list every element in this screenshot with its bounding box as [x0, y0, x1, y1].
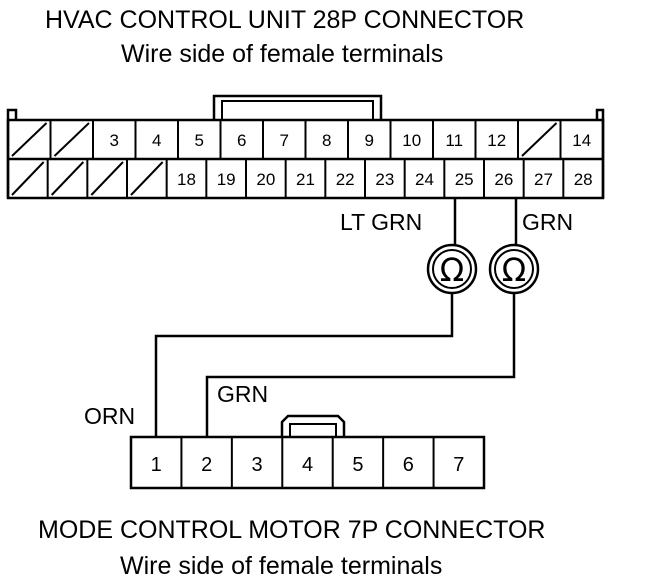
terminal-number: 21: [296, 170, 315, 189]
terminal-number: 3: [252, 454, 263, 476]
top-cavity: 6: [237, 131, 246, 150]
top-cavity: 28: [574, 170, 593, 189]
top-cavity: 7: [280, 131, 289, 150]
terminal-number: 12: [487, 131, 506, 150]
bottom-connector-title: MODE CONTROL MOTOR 7P CONNECTOR: [38, 516, 545, 544]
terminal-number: 1: [151, 454, 162, 476]
terminal-number: 20: [256, 170, 275, 189]
terminal-number: 19: [217, 170, 236, 189]
terminal-number: 6: [237, 131, 246, 150]
top-cavity: 5: [195, 131, 204, 150]
top-cavity: 22: [336, 170, 355, 189]
terminal-number: 5: [195, 131, 204, 150]
terminal-number: 24: [415, 170, 434, 189]
ohmmeter-icon: Ω: [488, 243, 540, 295]
top-cavity: 20: [256, 170, 275, 189]
terminal-number: 9: [365, 131, 374, 150]
top-cavity: 23: [375, 170, 394, 189]
terminal-number: 2: [201, 454, 212, 476]
grn-top-label: GRN: [522, 209, 573, 235]
bottom-connector-subtitle: Wire side of female terminals: [120, 552, 442, 580]
lt-grn-label: LT GRN: [340, 209, 422, 235]
terminal-number: 8: [322, 131, 331, 150]
top-cavity: [11, 161, 45, 196]
top-cavity: 27: [534, 170, 553, 189]
blank-cavity-slash: [53, 122, 90, 157]
blank-cavity-slash: [130, 161, 164, 196]
top-connector-subtitle: Wire side of female terminals: [121, 40, 443, 68]
top-cavity: 10: [402, 131, 421, 150]
top-cavity: 24: [415, 170, 434, 189]
ohmmeter-icon: Ω: [426, 243, 478, 295]
terminal-number: 7: [280, 131, 289, 150]
ohm-symbol-right: Ω: [502, 251, 526, 289]
top-cavity: [130, 161, 164, 196]
top-cavity: [53, 122, 90, 157]
terminal-number: 10: [402, 131, 421, 150]
blank-cavity-slash: [50, 161, 85, 196]
top-cavity: 3: [110, 131, 119, 150]
orn-wire: [154, 293, 454, 437]
blank-cavity-slash: [11, 122, 48, 157]
orn-label: ORN: [84, 403, 135, 429]
top-cavity: 9: [365, 131, 374, 150]
terminal-number: 18: [177, 170, 196, 189]
terminal-number: 11: [445, 131, 463, 150]
blank-cavity-slash: [90, 161, 124, 196]
mode-motor-pins: 1 2 3 4 5 6 7: [151, 437, 464, 488]
terminal-number: 26: [494, 170, 513, 189]
top-connector-row-2: 18 19 20 21 22 23 24 25 26 27 28: [11, 159, 593, 198]
top-cavity: [90, 161, 124, 196]
terminal-number: 4: [302, 454, 313, 476]
top-connector-title: HVAC CONTROL UNIT 28P CONNECTOR: [45, 6, 524, 34]
grn-wire-bottom: [205, 293, 516, 437]
top-cavity: 21: [296, 170, 315, 189]
top-cavity: [11, 122, 48, 157]
top-cavity: 14: [572, 131, 591, 150]
terminal-number: 28: [574, 170, 593, 189]
top-cavity: 4: [152, 131, 161, 150]
ohm-symbol-left: Ω: [440, 251, 464, 289]
terminal-number: 4: [152, 131, 161, 150]
terminal-number: 23: [375, 170, 394, 189]
top-cavity: 18: [177, 170, 196, 189]
top-cavity: 12: [487, 131, 506, 150]
terminal-number: 25: [455, 170, 474, 189]
mode-motor-connector-7p: 1 2 3 4 5 6 7: [129, 414, 486, 490]
top-cavity: [50, 161, 85, 196]
top-cavity: 19: [217, 170, 236, 189]
terminal-number: 27: [534, 170, 553, 189]
blank-cavity-slash: [521, 122, 558, 157]
blank-cavity-slash: [11, 161, 45, 196]
terminal-number: 14: [572, 131, 591, 150]
top-cavity: 26: [494, 170, 513, 189]
grn-bottom-label: GRN: [217, 381, 268, 407]
terminal-number: 6: [403, 454, 414, 476]
top-connector-row-1: 3 4 5 6 7 8 9 10 11 12 14: [11, 120, 591, 159]
terminal-number: 22: [336, 170, 355, 189]
top-cavity: 25: [455, 170, 474, 189]
top-cavity: 8: [322, 131, 331, 150]
hvac-connector-28p: 3 4 5 6 7 8 9 10 11 12 14 18 19 20 21 22 23 24 25 26 27 28: [6, 94, 605, 200]
top-cavity: 11: [445, 131, 463, 150]
terminal-number: 5: [352, 454, 363, 476]
terminal-number: 3: [110, 131, 119, 150]
top-cavity: [521, 122, 558, 157]
terminal-number: 7: [453, 454, 464, 476]
